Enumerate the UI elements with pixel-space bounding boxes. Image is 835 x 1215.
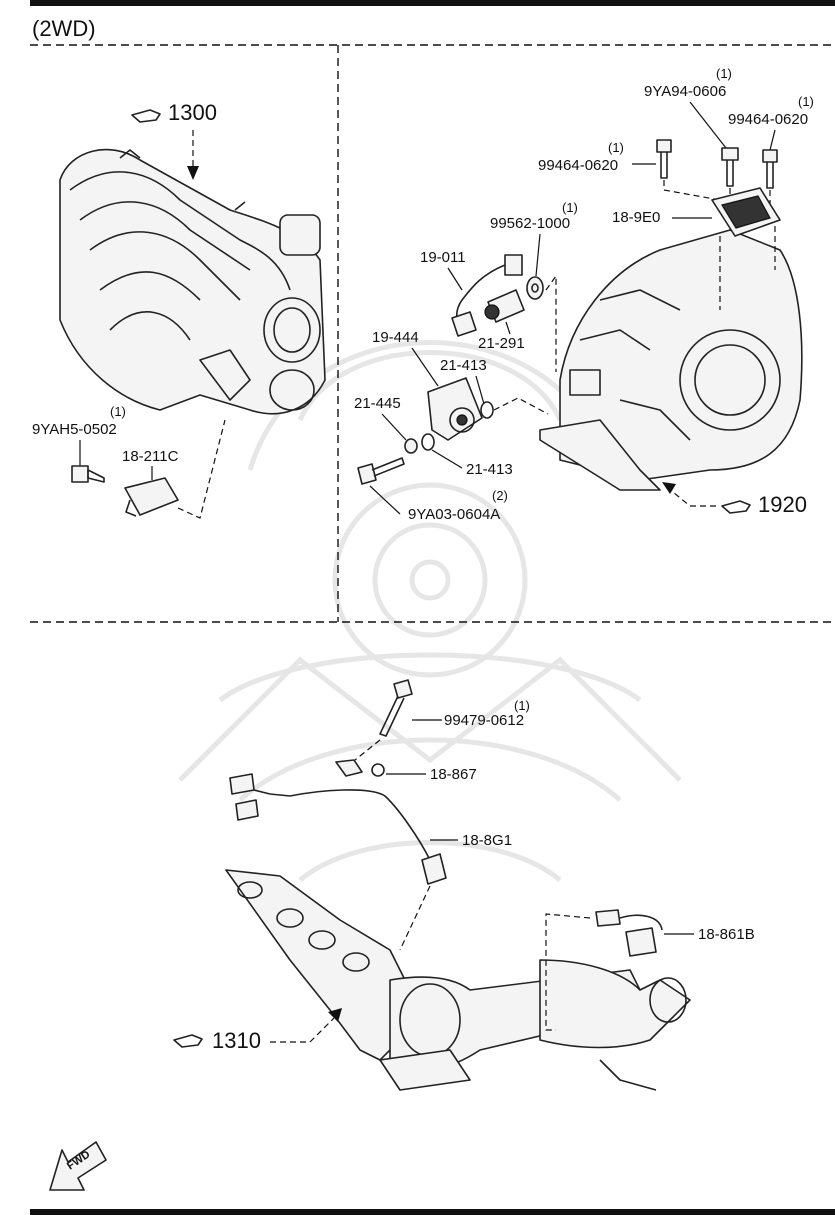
bolt-icon (721, 147, 739, 161)
ref-1300-arrow-icon (187, 166, 199, 180)
ref-1300[interactable]: 1300 (131, 100, 217, 125)
connector-icon (229, 773, 255, 795)
transaxle-illustration (539, 229, 803, 491)
bolt-leader-right (729, 188, 771, 210)
part-99562-1000[interactable]: (1) 99562-1000 (490, 200, 578, 300)
part-code: 9YA03-0604A (408, 506, 500, 523)
bolt-icon (762, 149, 778, 163)
washer-leader (545, 274, 557, 372)
part-18-211c[interactable]: 18-211C (122, 448, 179, 517)
top-rule (30, 0, 835, 6)
oxygen-sensor-leader (399, 885, 431, 951)
bolt-icon (357, 463, 377, 485)
part-qty: (1) (110, 404, 126, 419)
pointing-hand-icon (721, 500, 751, 514)
part-qty: (1) (514, 698, 530, 713)
ref-exhaust-label: 1310 (212, 1028, 261, 1053)
washer-icon (404, 438, 418, 454)
part-18-9e0[interactable]: 18-9E0 (612, 187, 781, 237)
rear-sensor-leader (545, 913, 591, 1031)
oxygen-sensor-icon (421, 853, 447, 885)
o-ring-icon (480, 401, 494, 419)
connector-icon (625, 927, 657, 957)
ref-1920-leader (667, 487, 716, 507)
part-99479-0612[interactable]: (1) 99479-0612 (379, 679, 530, 737)
part-code: 21-445 (354, 395, 401, 412)
part-code: 9YA94-0606 (644, 83, 726, 100)
o-ring-icon (421, 433, 435, 451)
part-19-444[interactable]: 19-444 (372, 329, 483, 441)
ref-1920[interactable]: 1920 (721, 492, 807, 517)
part-code: 21-413 (466, 461, 513, 478)
ref-1310-arrow-icon (328, 1008, 342, 1022)
bolt-icon (71, 465, 89, 483)
fwd-arrow-icon: FWD (49, 1141, 107, 1191)
part-code: 99562-1000 (490, 215, 570, 232)
ref-1310-leader (270, 1017, 335, 1043)
position-sensor-icon (427, 377, 483, 441)
pointing-hand-icon (173, 1034, 203, 1048)
exhaust-manifold-illustration (225, 869, 691, 1091)
part-code: 99479-0612 (444, 712, 524, 729)
module-mount-leader (719, 226, 776, 310)
part-code: 19-011 (420, 249, 466, 266)
part-99464-0620-right[interactable]: (1) 99464-0620 (728, 94, 814, 189)
part-qty: (1) (608, 140, 624, 155)
part-code: 18-867 (430, 766, 477, 783)
part-code: 19-444 (372, 329, 419, 346)
ref-engine-label: 1300 (168, 100, 217, 125)
bolt-icon (656, 139, 672, 153)
part-21-413-top[interactable]: 21-413 (440, 357, 494, 419)
sensor-mount-leader-right (493, 397, 549, 415)
engine-assembly-illustration (59, 148, 326, 415)
sensor-mount-leader (177, 419, 226, 519)
part-code: 21-413 (440, 357, 487, 374)
part-18-867[interactable]: 18-867 (335, 759, 477, 783)
part-qty: (1) (562, 200, 578, 215)
part-21-445[interactable]: 21-445 (354, 395, 418, 454)
bottom-rule (30, 1209, 835, 1215)
bolt-icon (393, 679, 413, 699)
part-19-011[interactable]: 19-011 (420, 249, 523, 337)
part-99464-0620-left[interactable]: (1) 99464-0620 (538, 139, 672, 179)
part-code: 99464-0620 (728, 111, 808, 128)
part-qty: (2) (492, 488, 508, 503)
part-code: 18-8G1 (462, 832, 512, 849)
part-qty: (1) (798, 94, 814, 109)
clip-icon (371, 763, 385, 777)
ref-1920-arrow-icon (662, 482, 676, 494)
part-code: 9YAH5-0502 (32, 421, 117, 438)
part-code: 18-861B (698, 926, 755, 943)
washer-icon (526, 276, 544, 300)
bolt-leader-left (663, 180, 721, 201)
part-9yah5-0502[interactable]: (1) 9YAH5-0502 (32, 404, 126, 483)
part-21-413-bottom[interactable]: 21-413 (421, 433, 513, 478)
part-code: 18-211C (122, 448, 179, 465)
bracket-icon (335, 759, 363, 777)
part-code: 21-291 (478, 335, 525, 352)
part-18-861b[interactable]: 18-861B (595, 909, 755, 957)
part-code: 18-9E0 (612, 209, 660, 226)
part-code: 99464-0620 (538, 157, 618, 174)
pointing-hand-icon (131, 109, 161, 123)
part-9ya94-0606[interactable]: (1) 9YA94-0606 (644, 66, 739, 187)
oxygen-sensor-icon (595, 909, 621, 927)
part-qty: (1) (716, 66, 732, 81)
part-21-291[interactable]: 21-291 (478, 289, 525, 352)
sensor-icon (124, 477, 179, 516)
part-18-8g1[interactable]: 18-8G1 (229, 773, 512, 885)
part-9ya03-0604a[interactable]: (2) 9YA03-0604A (357, 457, 508, 523)
ref-transaxle-label: 1920 (758, 492, 807, 517)
connector-icon (504, 254, 523, 276)
bolt-leader-exhaust (354, 739, 381, 761)
page-title: (2WD) (32, 16, 96, 41)
ref-1310[interactable]: 1310 (173, 1028, 261, 1053)
